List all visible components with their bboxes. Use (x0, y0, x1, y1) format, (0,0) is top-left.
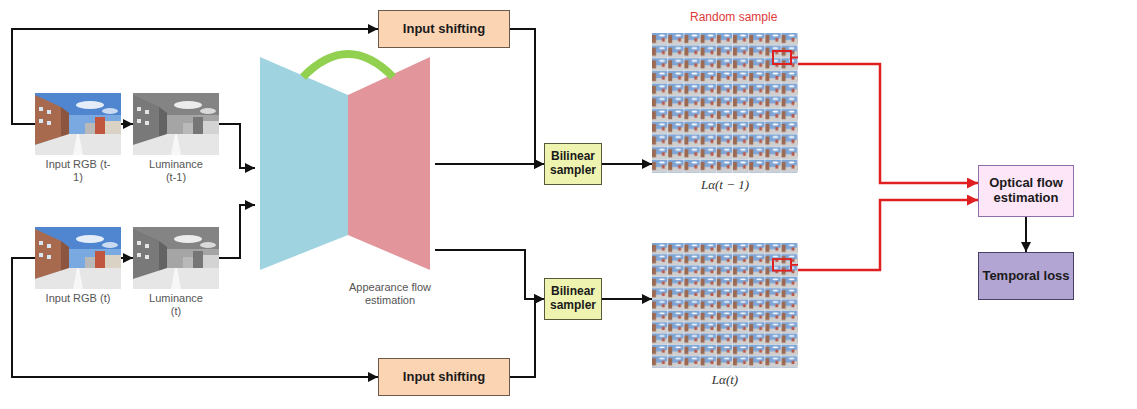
annotation-label: Random sample (690, 10, 777, 24)
flow-arrow (1025, 217, 1027, 252)
image-caption: Input RGB (t) (45, 292, 111, 305)
grid-caption: Lα(t) (652, 372, 798, 388)
flow-arrow (121, 123, 133, 125)
street-image (133, 93, 219, 155)
shape-caption: Appearance flow estimation (343, 281, 437, 307)
image-frame (133, 93, 219, 155)
grid-frame (652, 243, 798, 368)
image-caption: Luminance (t) (143, 292, 209, 318)
flow-arrow (435, 250, 544, 299)
grid-frame (652, 33, 798, 173)
sampler-box: Bilinear sampler (544, 278, 602, 320)
process-box: Optical flow estimation (978, 165, 1074, 217)
luminance-image: Luminance (t) (133, 227, 219, 319)
sample-grid: Lα(t) (652, 243, 798, 393)
flow-arrow (219, 124, 255, 168)
sampler-box: Bilinear sampler (544, 143, 602, 185)
image-frame (35, 93, 121, 155)
encoder-decoder-shape (255, 35, 435, 275)
street-image (133, 227, 219, 289)
flow-arrow (510, 299, 544, 377)
input-image: Input RGB (t-1) (35, 93, 121, 185)
flow-arrow (435, 163, 544, 165)
flow-arrow (121, 257, 133, 259)
image-frame (35, 227, 121, 289)
box-label: Optical flow estimation (982, 176, 1070, 206)
box-label: Input shifting (403, 370, 485, 385)
process-box: Temporal loss (978, 252, 1074, 300)
luminance-image: Luminance (t-1) (133, 93, 219, 185)
flow-arrow (602, 163, 652, 165)
process-box: Input shifting (378, 10, 510, 48)
network-shape: Appearance flow estimation (255, 35, 435, 310)
street-image (35, 227, 121, 289)
image-caption: Input RGB (t-1) (45, 158, 111, 184)
grid-caption: Lα(t − 1) (652, 177, 798, 193)
box-label: Temporal loss (982, 269, 1069, 284)
warped-image-grid (652, 243, 798, 368)
image-caption: Luminance (t-1) (143, 158, 209, 184)
process-box: Input shifting (378, 358, 510, 396)
flow-arrow (219, 205, 255, 258)
image-frame (133, 227, 219, 289)
street-image (35, 93, 121, 155)
warped-image-grid (652, 33, 798, 173)
flow-arrow (510, 29, 544, 164)
input-image: Input RGB (t) (35, 227, 121, 319)
sample-grid: Lα(t − 1) (652, 33, 798, 203)
box-label: Bilinear sampler (548, 285, 598, 313)
box-label: Bilinear sampler (548, 150, 598, 178)
flow-arrow (602, 298, 652, 300)
sample-arrow (798, 200, 978, 270)
box-label: Input shifting (403, 22, 485, 37)
sample-arrow (798, 64, 978, 183)
